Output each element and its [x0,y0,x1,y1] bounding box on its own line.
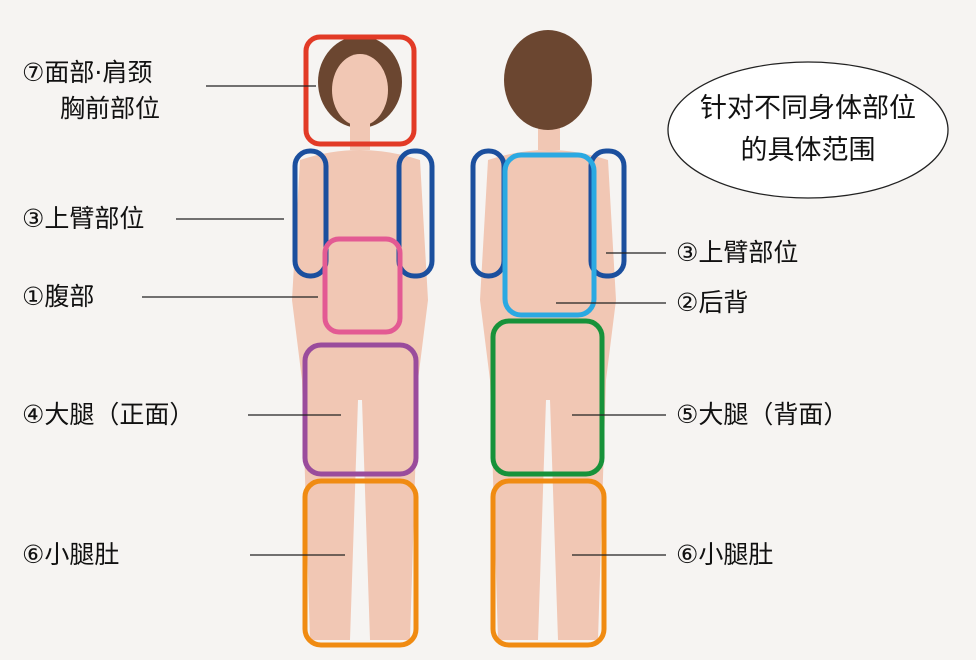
upper-arm-zone-front-right [396,148,435,279]
label-face-neck: ⑦面部·肩颈 [22,58,153,87]
label-chest: 胸前部位 [60,94,161,123]
label-upper-arm-back: ③上臂部位 [676,238,799,267]
label-calf-back: ⑥小腿肚 [676,540,774,569]
thigh-back-zone [490,318,605,477]
back-zone [502,152,597,318]
diagram-title: 针对不同身体部位 的具体范围 [672,88,944,172]
label-upper-arm-front: ③上臂部位 [22,204,145,233]
back-figure [480,30,616,640]
label-back: ②后背 [676,288,749,317]
front-figure [292,36,428,640]
title-line-1: 针对不同身体部位 [700,93,916,124]
label-thigh-front: ④大腿（正面） [22,400,195,429]
face-zone [303,34,417,147]
title-oval [667,61,949,199]
calf-back-zone [490,478,607,648]
thigh-front-zone [302,342,419,477]
calf-front-zone [302,478,419,648]
title-line-2: 的具体范围 [740,135,876,166]
abdomen-zone [322,236,403,335]
leader-lines [142,85,666,556]
label-thigh-back: ⑤大腿（背面） [676,400,849,429]
label-abdomen: ①腹部 [22,282,95,311]
upper-arm-zone-back-right [588,148,627,279]
label-calf-front: ⑥小腿肚 [22,540,120,569]
upper-arm-zone-front-left [292,148,329,279]
